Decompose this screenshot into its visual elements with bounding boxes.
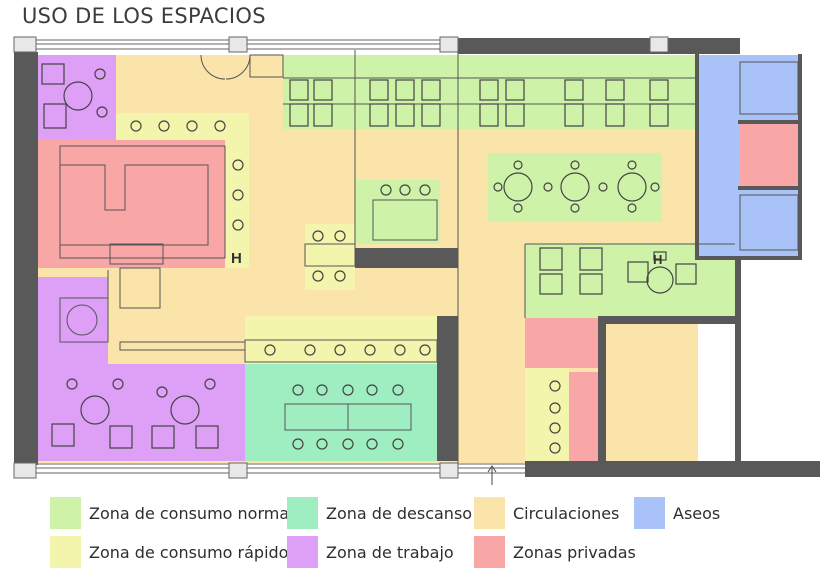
- zone-privada-lower-right: [569, 372, 598, 461]
- legend-item-normal: Zona de consumo normal: [50, 496, 294, 530]
- entrance-arrow-icon: [487, 465, 497, 485]
- zone-privada-lower: [525, 318, 598, 368]
- page-title: USO DE LOS ESPACIOS: [22, 4, 266, 28]
- legend-item-descanso: Zona de descanso: [287, 496, 472, 530]
- legend-item-trabajo: Zona de trabajo: [287, 535, 454, 569]
- work-tables-top-left: [41, 63, 108, 129]
- wall-aseos-bottom: [695, 256, 800, 260]
- window-lines: [13, 36, 669, 479]
- wall-right-stub: [798, 54, 802, 260]
- wall-center-pillar: [355, 248, 458, 268]
- zone-trabajo-mid-left: [38, 277, 108, 364]
- wall-lower-right-edge: [735, 316, 741, 463]
- zone-privada-aseos: [740, 124, 800, 186]
- wall-bottom-right: [525, 461, 820, 477]
- stools-lower-right: [549, 380, 561, 454]
- legend-item-aseos: Aseos: [634, 496, 720, 530]
- chairs-top-row: [289, 79, 669, 127]
- zone-trabajo-bottom-left: [38, 364, 245, 461]
- zone-consumo-normal-top: [283, 55, 696, 129]
- zone-consumo-normal-right: [488, 153, 662, 222]
- legend-item-privadas: Zonas privadas: [474, 535, 636, 569]
- zone-consumo-rapido-center: [305, 224, 355, 290]
- stools-top-left: [130, 120, 244, 231]
- wall-aseos-inner: [738, 120, 802, 124]
- round-tables-right: [493, 160, 660, 213]
- legend-swatch: [474, 536, 505, 568]
- zone-consumo-rapido-top: [116, 113, 249, 140]
- walls: [14, 38, 820, 477]
- legend-label: Aseos: [673, 503, 721, 523]
- stools-descanso: [264, 344, 431, 450]
- wall-lower-right-block: [598, 318, 606, 463]
- wall-aseos-inner2: [738, 186, 802, 190]
- legend-label: Circulaciones: [513, 503, 620, 523]
- tables-and-chairs: [41, 63, 697, 454]
- legend-label: Zonas privadas: [513, 542, 636, 562]
- wall-left: [14, 52, 38, 465]
- wall-lower-right-top: [598, 316, 735, 324]
- wall-right-column: [735, 258, 741, 318]
- zone-trabajo-top-left: [38, 55, 116, 140]
- zone-consumo-rapido-lower: [525, 368, 569, 461]
- zone-descanso: [245, 364, 437, 461]
- zone-consumo-normal-center: [356, 180, 440, 244]
- legend-swatch: [50, 497, 81, 529]
- legend-swatch: [287, 536, 318, 568]
- zone-consumo-rapido-kitchen-side: [225, 140, 249, 268]
- legend-label: Zona de trabajo: [326, 542, 454, 562]
- furniture-outlines: [59, 50, 799, 465]
- wall-top-right: [458, 38, 740, 54]
- chairs-lower-right: [539, 247, 697, 295]
- legend-swatch: [50, 536, 81, 568]
- work-tables-bottom-left: [51, 378, 219, 449]
- wall-lower-center: [437, 316, 458, 461]
- legend-label: Zona de consumo normal: [89, 503, 294, 523]
- wall-aseos-left: [695, 54, 699, 258]
- legend-swatch: [474, 497, 505, 529]
- legend-item-rapido: Zona de consumo rápido: [50, 535, 288, 569]
- legend-label: Zona de descanso: [326, 503, 473, 523]
- legend-label: Zona de consumo rápido: [89, 542, 289, 562]
- stools-center: [312, 184, 431, 282]
- legend-swatch: [287, 497, 318, 529]
- legend-swatch: [634, 497, 665, 529]
- legend-item-circulaciones: Circulaciones: [474, 496, 619, 530]
- zone-privada-cocina: [38, 140, 225, 268]
- stair-marker-right: H: [653, 252, 662, 267]
- stair-marker-left: H: [231, 250, 242, 267]
